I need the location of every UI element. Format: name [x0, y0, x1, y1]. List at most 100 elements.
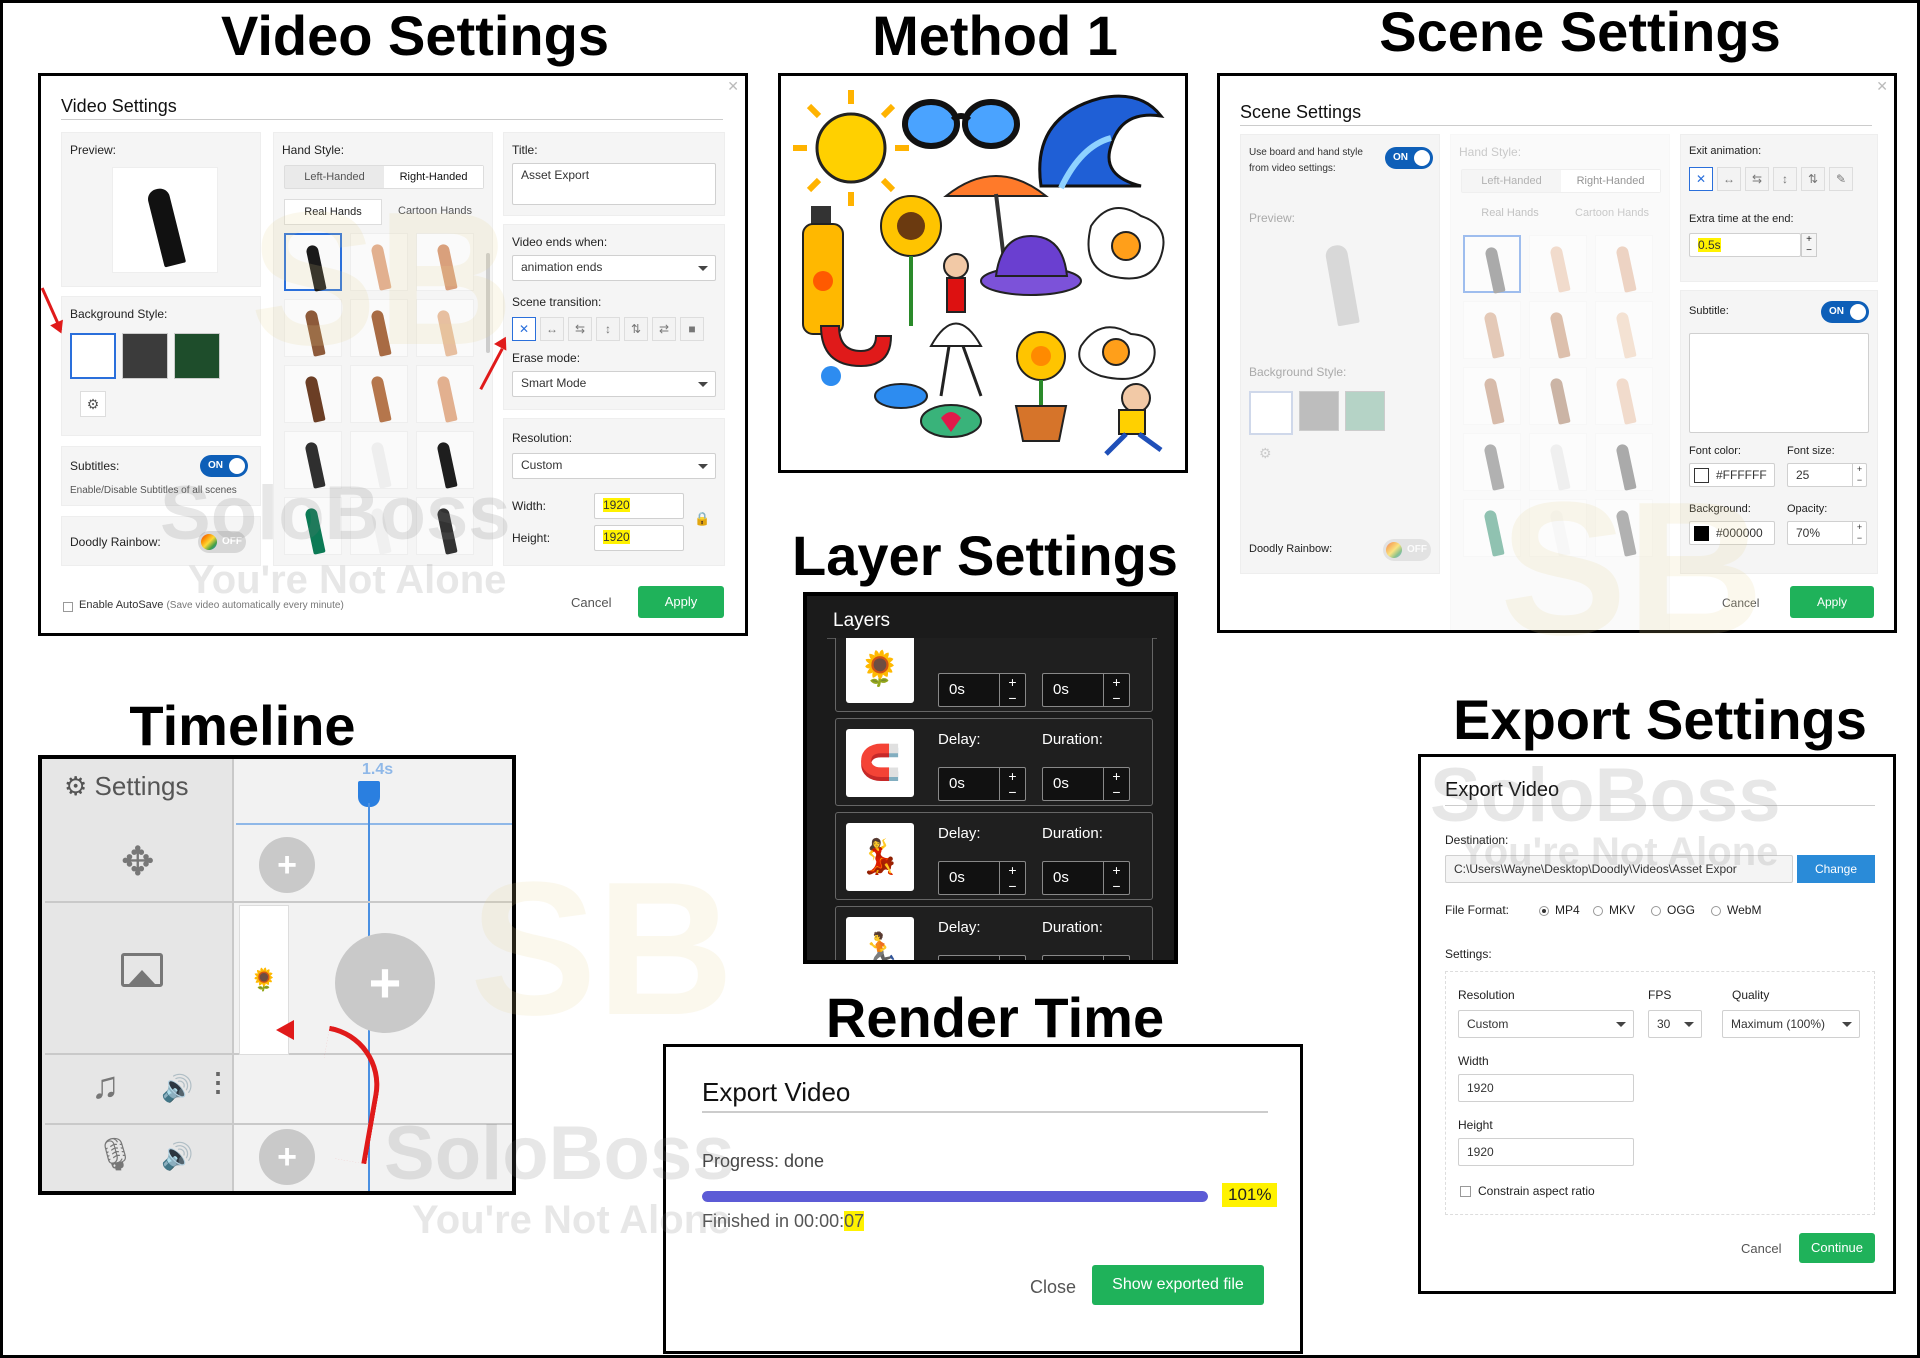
subtitles-toggle[interactable]: ON [200, 455, 248, 477]
cancel-button[interactable]: Cancel [571, 595, 612, 610]
transition-camera-icon[interactable]: ■ [680, 317, 704, 341]
format-mkv[interactable]: MKV [1593, 903, 1635, 917]
plus-icon[interactable]: + [1008, 674, 1017, 690]
duration-input[interactable]: 0s+− [1042, 673, 1130, 707]
playhead-handle[interactable] [358, 781, 380, 807]
layer-item[interactable]: 💃 Delay: Duration: 0s+− 0s+− [835, 812, 1153, 900]
duration-input[interactable]: 0s+− [1042, 767, 1130, 801]
font-size-stepper[interactable]: +− [1852, 464, 1866, 486]
left-handed-option[interactable]: Left-Handed [304, 171, 365, 183]
cancel-button[interactable]: Cancel [1741, 1241, 1782, 1256]
hand-option[interactable] [350, 365, 408, 423]
hand-option[interactable] [350, 431, 408, 489]
erase-mode-select[interactable]: Smart Mode [512, 371, 716, 397]
duration-stepper[interactable]: +− [1103, 674, 1129, 706]
quality-select[interactable]: Maximum (100%) [1722, 1010, 1860, 1038]
hand-list-scrollbar[interactable] [486, 253, 490, 353]
hand-option[interactable] [1529, 367, 1587, 425]
format-ogg[interactable]: OGG [1651, 903, 1695, 917]
hand-option[interactable] [1463, 301, 1521, 359]
hand-option[interactable] [1595, 301, 1653, 359]
plus-icon[interactable]: + [1008, 768, 1017, 784]
transition-rise-icon[interactable]: ⇅ [624, 317, 648, 341]
format-webm[interactable]: WebM [1711, 903, 1761, 917]
radio-webm[interactable] [1711, 905, 1721, 916]
hand-option[interactable] [1529, 301, 1587, 359]
plus-icon[interactable]: + [1112, 674, 1121, 690]
hand-option[interactable] [416, 365, 474, 423]
hand-option[interactable] [1529, 433, 1587, 491]
exit-slide-icon[interactable]: ↔ [1717, 167, 1741, 191]
height-input[interactable]: 1920 [1458, 1138, 1634, 1166]
resolution-select[interactable]: Custom [512, 453, 716, 479]
height-input[interactable]: 1920 [594, 525, 684, 551]
extra-time-stepper[interactable]: +− [1801, 233, 1817, 257]
music-icon[interactable]: ♫ [91, 1065, 120, 1107]
no-transition-icon[interactable]: ✕ [512, 317, 536, 341]
hand-option[interactable] [284, 497, 342, 555]
minus-icon[interactable]: − [1008, 878, 1017, 894]
hand-option[interactable] [416, 299, 474, 357]
width-input[interactable]: 1920 [1458, 1074, 1634, 1102]
hand-option[interactable] [1595, 433, 1653, 491]
apply-button[interactable]: Apply [1790, 586, 1874, 618]
delay-stepper[interactable]: +− [999, 862, 1025, 894]
hand-option[interactable] [1463, 235, 1521, 293]
microphone-icon[interactable]: 🎙 [95, 1136, 136, 1172]
left-handed-option[interactable]: Left-Handed [1481, 175, 1542, 187]
hand-option[interactable] [1463, 499, 1521, 557]
tab-real-hands[interactable]: Real Hands [1481, 207, 1539, 219]
transition-drop-icon[interactable]: ↕ [596, 317, 620, 341]
exit-drop-icon[interactable]: ↕ [1773, 167, 1797, 191]
background-swatch-white[interactable] [1249, 391, 1293, 435]
close-icon[interactable]: ✕ [727, 78, 739, 94]
add-move-button[interactable]: + [259, 837, 315, 893]
hand-option[interactable] [416, 431, 474, 489]
move-icon[interactable]: ✥ [121, 840, 155, 884]
change-button[interactable]: Change [1797, 855, 1875, 883]
hand-option[interactable] [350, 497, 408, 555]
hand-option[interactable] [1595, 235, 1653, 293]
extra-time-input[interactable]: 0.5s [1689, 233, 1801, 257]
hand-option[interactable] [350, 299, 408, 357]
cancel-button[interactable]: Cancel [1722, 596, 1760, 610]
volume-icon[interactable]: 🔊 [161, 1073, 194, 1103]
exit-push-icon[interactable]: ⇆ [1745, 167, 1769, 191]
exit-erase-icon[interactable]: ✎ [1829, 167, 1853, 191]
use-board-toggle[interactable]: ON [1385, 147, 1433, 169]
right-handed-option[interactable]: Right-Handed [1561, 170, 1660, 192]
doodly-rainbow-toggle[interactable]: OFF [198, 531, 246, 553]
transition-slide-icon[interactable]: ↔ [540, 317, 564, 341]
fps-select[interactable]: 30 [1648, 1010, 1702, 1038]
background-swatch-grey[interactable] [1299, 391, 1339, 431]
minus-icon[interactable]: − [1112, 784, 1121, 800]
layer-item[interactable]: 🏃 Delay: Duration: 0s+− 0s+− [835, 906, 1153, 964]
hand-option[interactable] [1595, 499, 1653, 557]
volume-icon[interactable]: 🔊 [161, 1141, 194, 1171]
radio-mkv[interactable] [1593, 905, 1603, 916]
delay-stepper[interactable]: +− [999, 956, 1025, 964]
image-icon[interactable] [121, 953, 163, 987]
duration-input[interactable]: 0s+− [1042, 955, 1130, 960]
add-voice-button[interactable]: + [259, 1129, 315, 1185]
plus-icon[interactable]: + [1008, 956, 1017, 964]
hand-side-toggle[interactable]: Left-Handed Right-Handed [1461, 169, 1661, 193]
duration-input[interactable]: 0s+− [1042, 861, 1130, 895]
plus-icon[interactable]: + [1112, 862, 1121, 878]
width-input[interactable]: 1920 [594, 493, 684, 519]
hand-option[interactable] [284, 233, 342, 291]
tab-cartoon-hands[interactable]: Cartoon Hands [398, 205, 472, 217]
delay-input[interactable]: 0s+− [938, 955, 1026, 964]
duration-stepper[interactable]: +− [1103, 956, 1129, 960]
plus-icon[interactable]: + [1112, 768, 1121, 784]
right-handed-option[interactable]: Right-Handed [384, 166, 483, 188]
layer-item[interactable]: 🌻 0s+− 0s+− [835, 624, 1153, 712]
opacity-stepper[interactable]: +− [1852, 522, 1866, 544]
hand-option[interactable] [284, 431, 342, 489]
format-mp4[interactable]: MP4 [1539, 903, 1580, 917]
show-exported-file-button[interactable]: Show exported file [1092, 1265, 1264, 1305]
hand-option[interactable] [350, 233, 408, 291]
minus-icon[interactable]: − [1008, 784, 1017, 800]
doodly-rainbow-toggle[interactable]: OFF [1383, 539, 1431, 561]
font-color-input[interactable]: #FFFFFF [1689, 463, 1775, 487]
